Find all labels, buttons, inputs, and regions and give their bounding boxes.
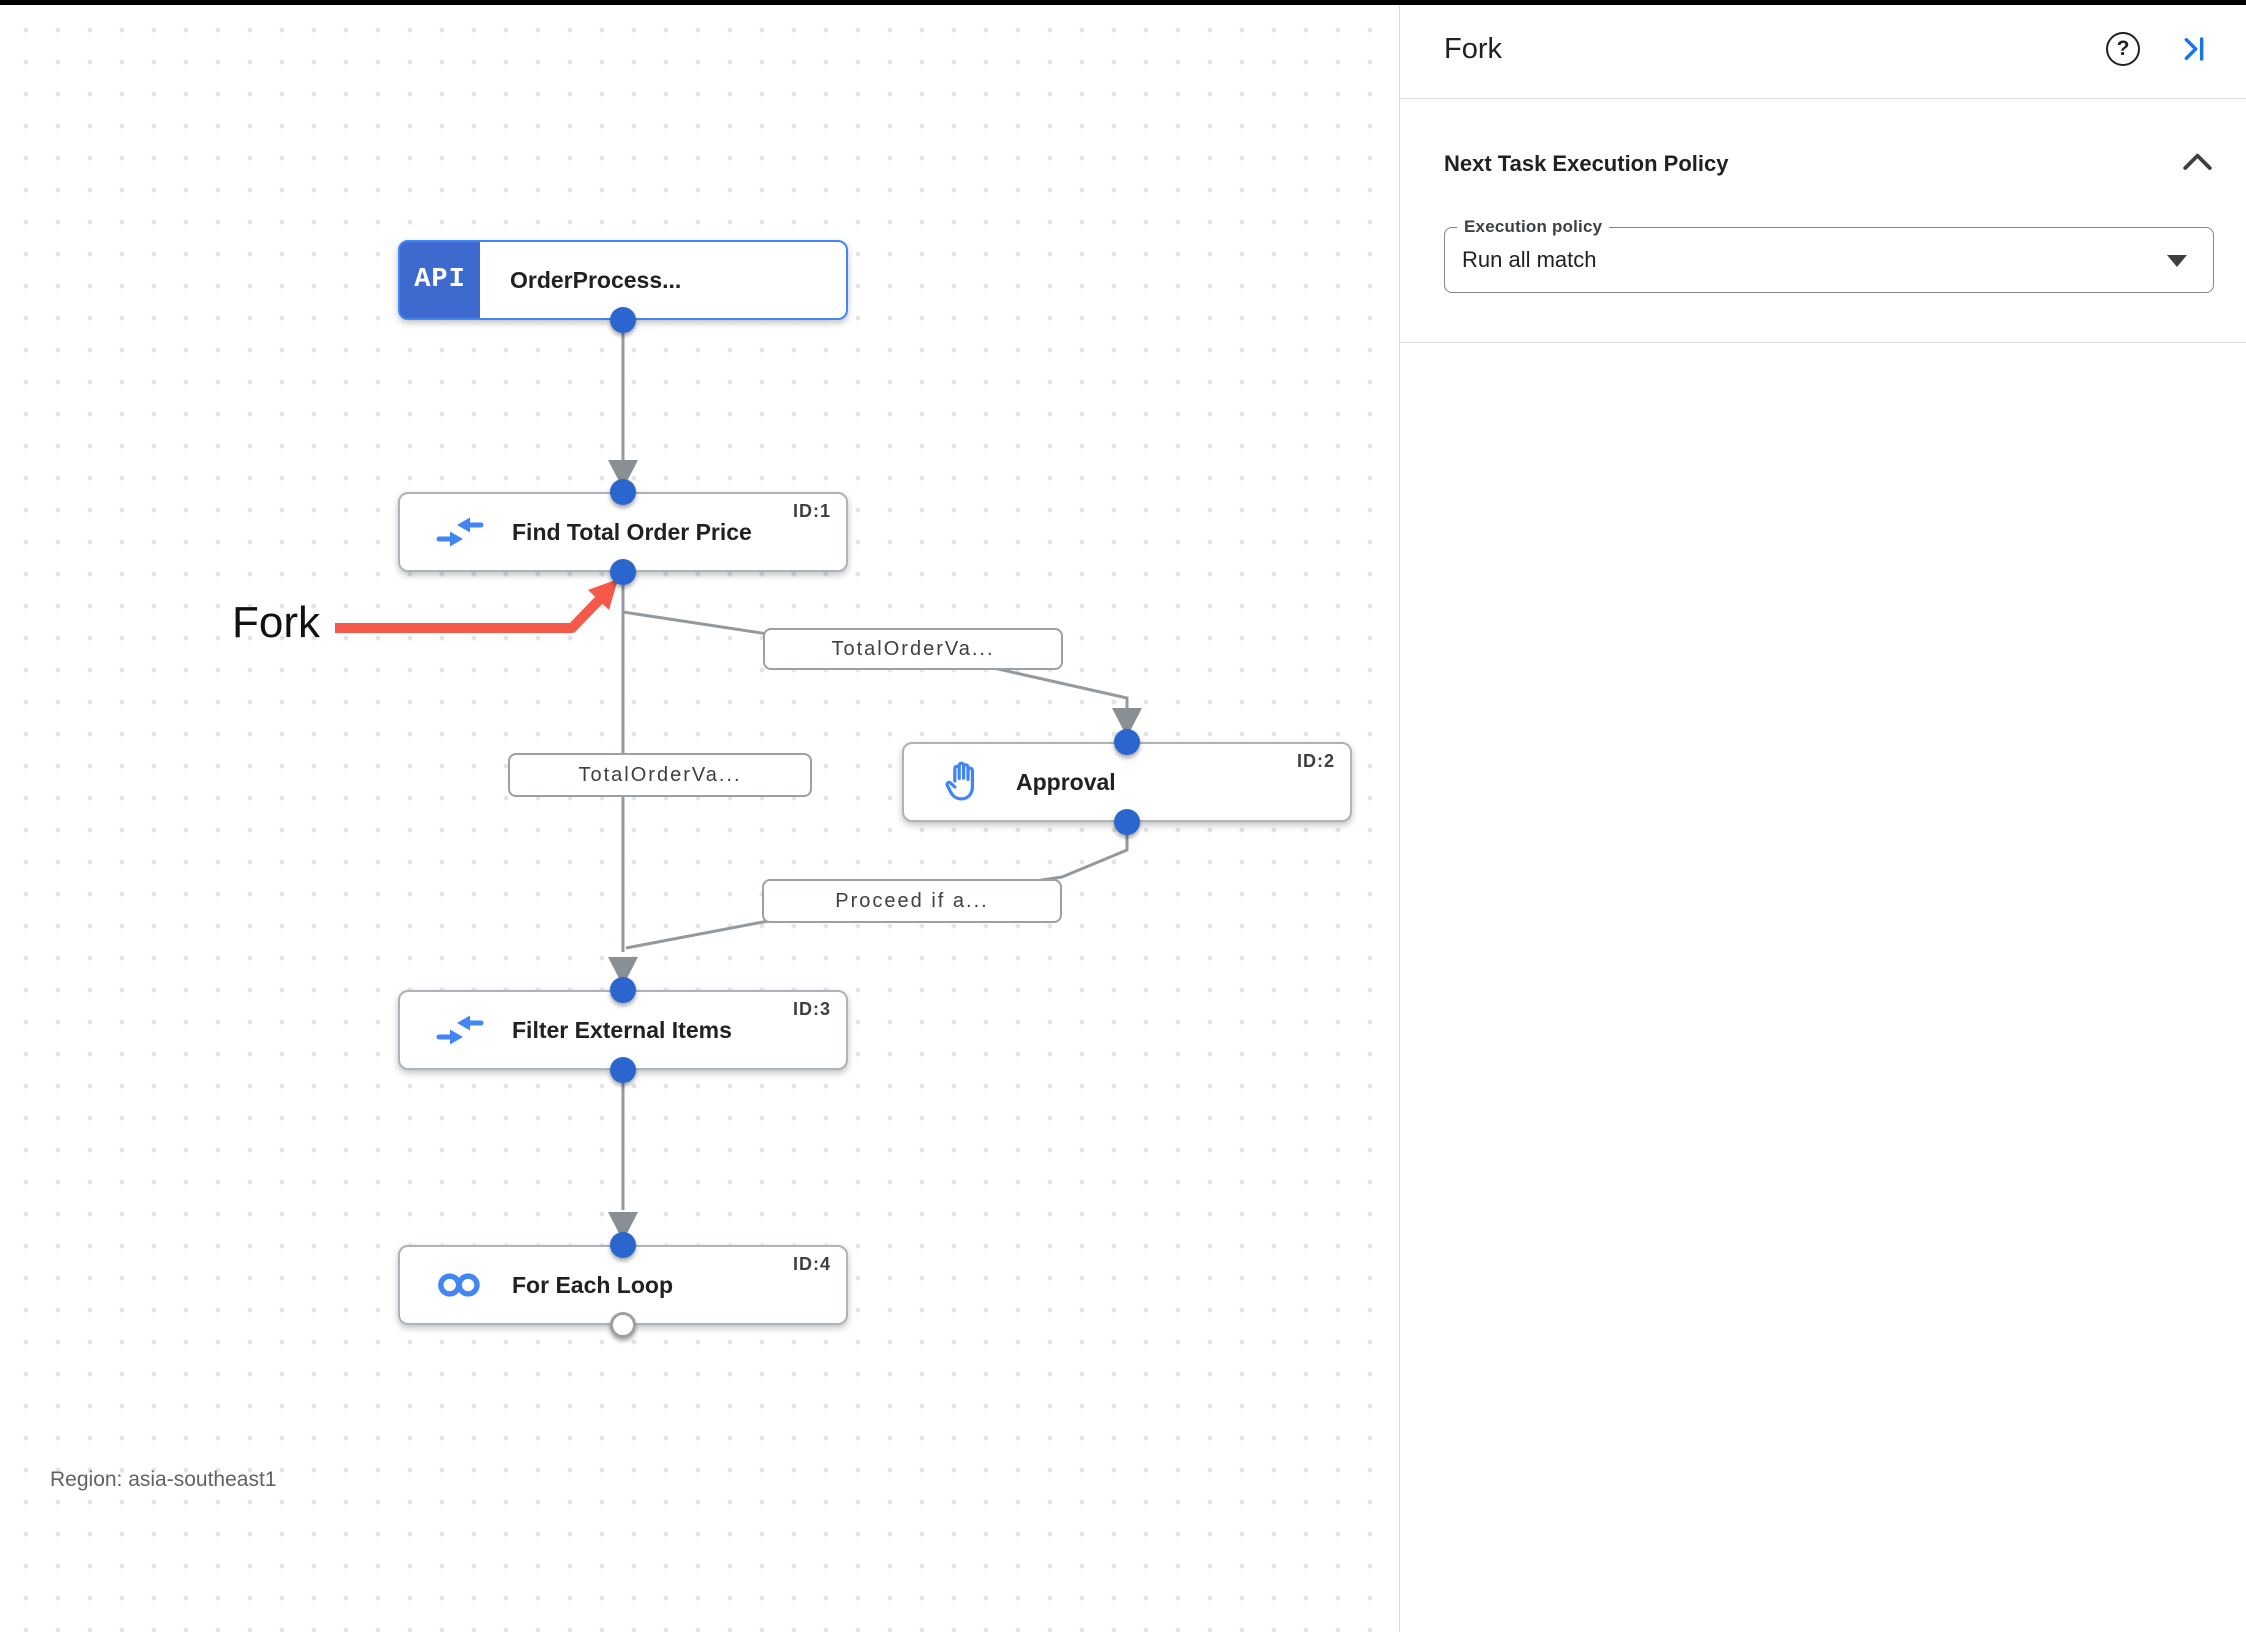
node-find-total-order-price[interactable]: Find Total Order Price ID:1 bbox=[398, 492, 848, 572]
node-trigger-orderprocess[interactable]: API OrderProcess... bbox=[398, 240, 848, 320]
connector-dot-trigger-out[interactable] bbox=[610, 307, 636, 333]
help-icon[interactable]: ? bbox=[2106, 32, 2140, 66]
node-id-badge: ID:4 bbox=[792, 1254, 831, 1274]
execution-policy-select[interactable]: Execution policy Run all match bbox=[1444, 217, 2214, 293]
edge-label-total-order-value-left[interactable]: TotalOrderVa... bbox=[508, 753, 812, 797]
section-next-task-execution-policy[interactable]: Next Task Execution Policy bbox=[1444, 151, 2213, 177]
section-title: Next Task Execution Policy bbox=[1444, 151, 1729, 176]
connector-dot-foreach-out-empty[interactable] bbox=[610, 1312, 636, 1338]
connector-dot-find-out-fork[interactable] bbox=[610, 559, 636, 585]
config-panel-fork: Fork ? Next Task Execution Policy bbox=[1399, 0, 2246, 1632]
node-filter-external-items[interactable]: Filter External Items ID:3 bbox=[398, 990, 848, 1070]
connector-dot-filter-in[interactable] bbox=[610, 977, 636, 1003]
window-top-border bbox=[0, 0, 2246, 5]
node-title: Approval bbox=[1016, 768, 1116, 795]
panel-divider bbox=[1400, 342, 2246, 343]
workflow-canvas[interactable]: API OrderProcess... Find Total Order Pri… bbox=[0, 0, 1399, 1632]
data-mapping-icon bbox=[434, 1006, 486, 1054]
execution-policy-label: Execution policy bbox=[1457, 217, 1610, 237]
node-id-badge: ID:2 bbox=[1296, 751, 1335, 771]
node-title: For Each Loop bbox=[512, 1271, 673, 1298]
panel-title: Fork bbox=[1444, 32, 1502, 65]
api-trigger-icon: API bbox=[400, 242, 480, 318]
connector-dot-filter-out[interactable] bbox=[610, 1057, 636, 1083]
node-title: OrderProcess... bbox=[510, 266, 682, 293]
execution-policy-value: Run all match bbox=[1462, 247, 1597, 272]
node-approval[interactable]: Approval ID:2 bbox=[902, 742, 1352, 822]
edge-label-total-order-value-right[interactable]: TotalOrderVa... bbox=[763, 628, 1063, 670]
connector-dot-find-in[interactable] bbox=[610, 479, 636, 505]
panel-header: Fork ? bbox=[1400, 0, 2246, 99]
fork-annotation-arrow bbox=[335, 579, 618, 633]
region-label: Region: asia-southeast1 bbox=[50, 1468, 277, 1491]
dropdown-arrow-icon bbox=[2167, 255, 2187, 267]
node-title: Find Total Order Price bbox=[512, 518, 752, 545]
fork-annotation-label: Fork bbox=[232, 598, 320, 647]
node-title: Filter External Items bbox=[512, 1016, 732, 1043]
node-id-badge: ID:3 bbox=[792, 999, 831, 1019]
collapse-panel-icon[interactable] bbox=[2176, 33, 2210, 65]
for-each-loop-icon bbox=[434, 1270, 486, 1300]
node-id-badge: ID:1 bbox=[792, 501, 831, 521]
connector-dot-foreach-in[interactable] bbox=[610, 1232, 636, 1258]
data-mapping-icon bbox=[434, 508, 486, 556]
edge-label-proceed-if[interactable]: Proceed if a... bbox=[762, 879, 1062, 923]
connector-dot-approval-out[interactable] bbox=[1114, 809, 1140, 835]
chevron-up-icon[interactable] bbox=[2182, 152, 2213, 176]
connector-dot-approval-in[interactable] bbox=[1114, 729, 1140, 755]
approval-hand-icon bbox=[938, 759, 990, 805]
panel-body: Next Task Execution Policy Execution pol… bbox=[1400, 151, 2246, 343]
